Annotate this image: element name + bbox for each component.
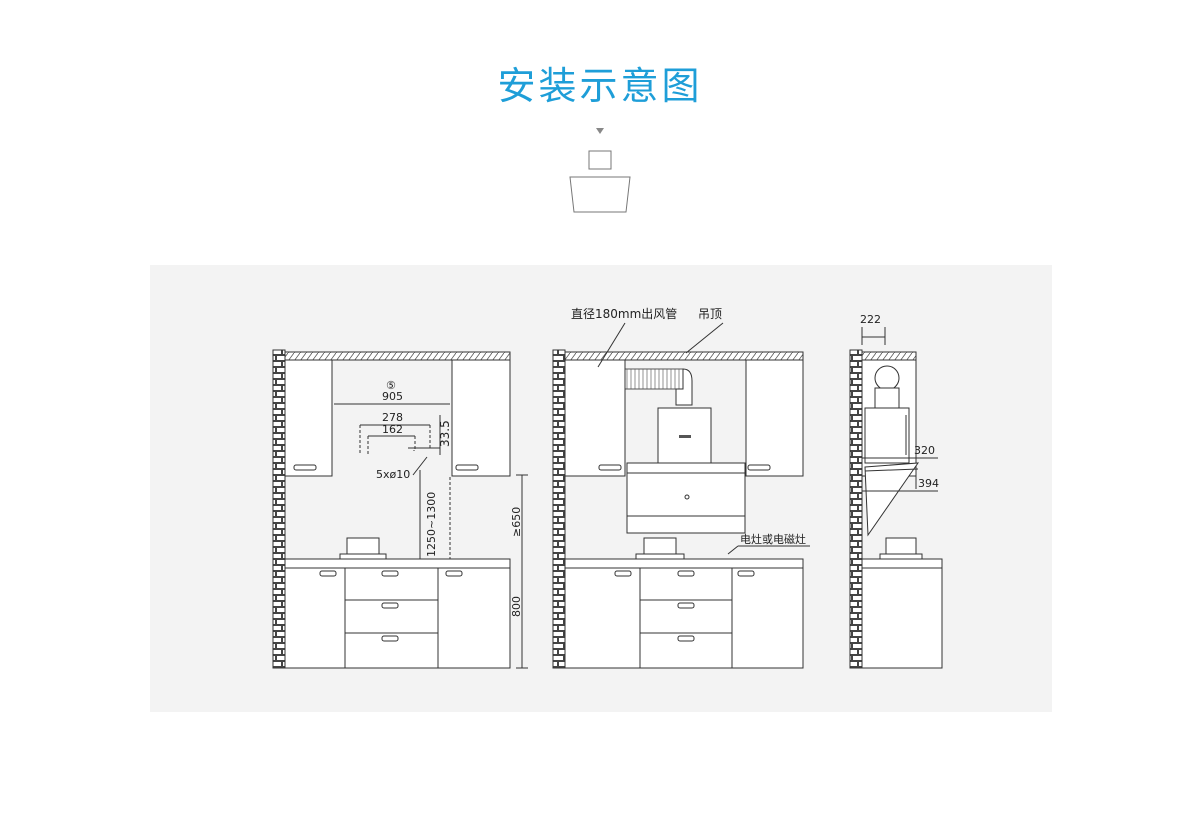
base-cabinet <box>861 567 943 669</box>
cooktop <box>339 537 387 560</box>
range-hood <box>626 407 746 534</box>
dimension-1250-1300: 1250~1300 <box>425 492 438 557</box>
dimension-650: ≥650 <box>510 507 523 537</box>
dimension-905: 905 <box>382 390 403 403</box>
page-title: 安装示意图 <box>497 64 703 109</box>
installation-diagram: ⑤ 905 278 162 33.5 5xø10 1250~1300 ≥650 … <box>272 306 943 669</box>
base-cabinet <box>564 567 804 669</box>
down-arrow-icon <box>596 128 604 134</box>
exhaust-duct-section <box>874 365 900 409</box>
cooktop <box>635 537 685 560</box>
dimension-800: 800 <box>510 596 523 617</box>
ceiling-slab <box>861 351 917 361</box>
side-view <box>849 327 943 669</box>
ceiling-slab <box>564 351 804 361</box>
countertop <box>564 558 804 569</box>
ceiling-slab <box>284 351 511 361</box>
countertop <box>861 558 943 569</box>
installation-diagram-panel: ⑤ 905 278 162 33.5 5xø10 1250~1300 ≥650 … <box>150 265 1052 712</box>
range-hood-icon <box>569 128 631 213</box>
exhaust-duct-label: 直径180mm出风管 <box>571 306 677 321</box>
dimension-278: 278 <box>382 411 403 424</box>
base-cabinet <box>284 567 511 669</box>
range-hood-side <box>864 407 920 537</box>
dimension-162: 162 <box>382 423 403 436</box>
stove-label: 电灶或电磁灶 <box>740 533 806 546</box>
exhaust-duct-elbow <box>675 368 693 406</box>
dimension-320: 320 <box>914 444 935 457</box>
dimension-394: 394 <box>918 477 939 490</box>
ceiling-label: 吊顶 <box>698 307 722 321</box>
upper-cabinet-left <box>564 359 626 477</box>
front-view-with-hood <box>552 322 810 669</box>
brick-wall <box>849 349 863 669</box>
circled-marker: ⑤ <box>386 379 396 392</box>
upper-cabinet-right <box>745 359 804 477</box>
front-view-without-hood <box>272 349 528 669</box>
cooktop <box>885 537 917 555</box>
mounting-holes-label: 5xø10 <box>376 468 410 481</box>
upper-cabinet-left <box>284 359 333 477</box>
dimension-33-5: 33.5 <box>438 420 452 447</box>
upper-cabinet-right <box>451 359 511 477</box>
brick-wall <box>552 349 566 669</box>
dimension-222: 222 <box>860 313 881 326</box>
countertop <box>284 558 511 569</box>
brick-wall <box>272 349 286 669</box>
